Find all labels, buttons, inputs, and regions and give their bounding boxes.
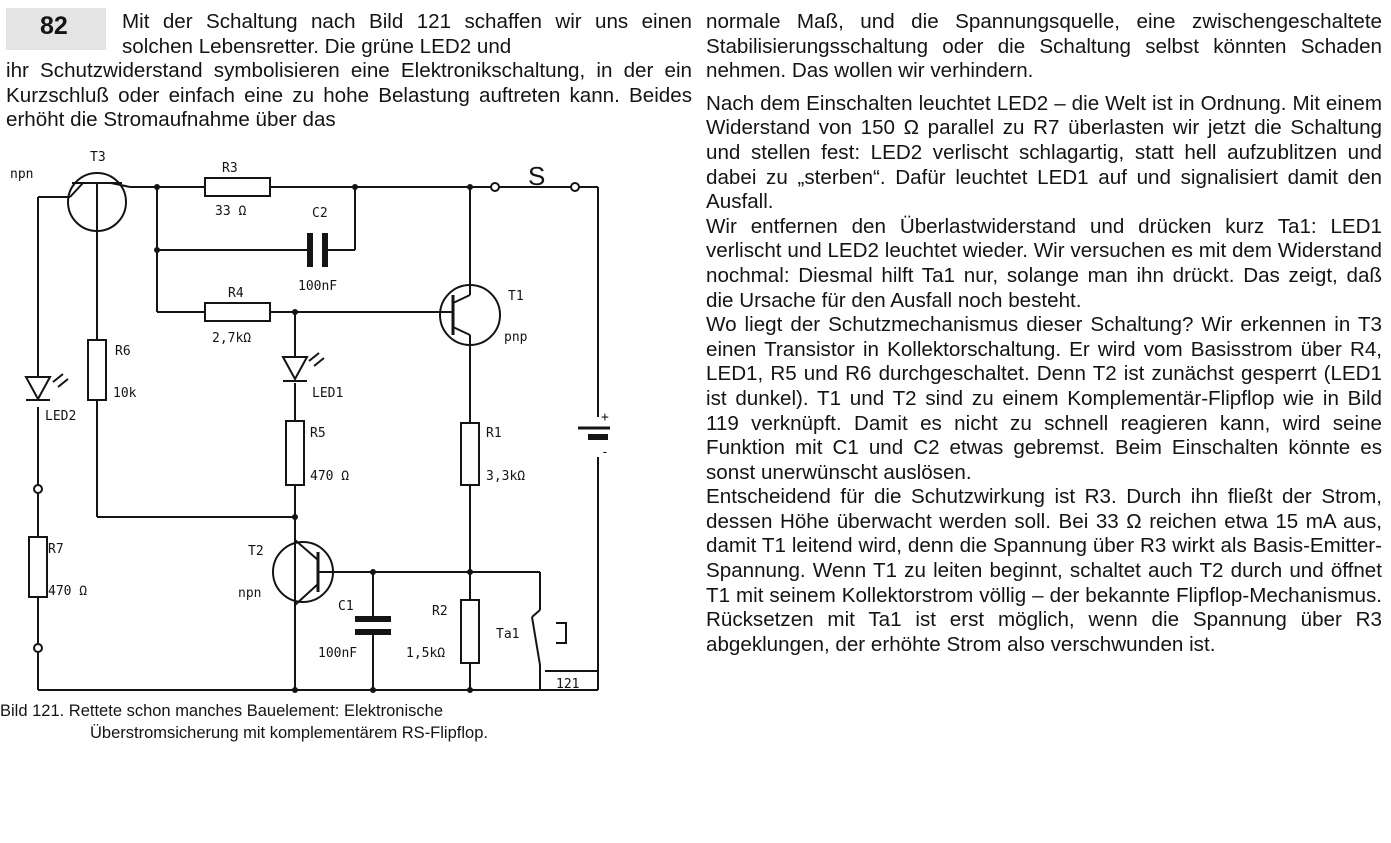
led1-body bbox=[281, 356, 309, 382]
label-r3-value: 33 Ω bbox=[215, 204, 246, 219]
resistor-r7 bbox=[28, 536, 48, 598]
label-c2: C2 bbox=[312, 206, 328, 221]
transistor-t2-body bbox=[272, 541, 334, 603]
label-led2: LED2 bbox=[45, 409, 76, 424]
label-r3: R3 bbox=[222, 161, 238, 176]
resistor-r2 bbox=[460, 599, 480, 664]
label-r7-value: 470 Ω bbox=[48, 584, 87, 599]
label-c2-value: 100nF bbox=[298, 279, 337, 294]
resistor-r1 bbox=[460, 422, 480, 486]
label-r2-value: 1,5kΩ bbox=[406, 646, 445, 661]
label-t3: T3 bbox=[90, 150, 106, 165]
caption-line-1: Bild 121. Rettete schon manches Baueleme… bbox=[0, 702, 444, 720]
label-c1-value: 100nF bbox=[318, 646, 357, 661]
transistor-t3-body bbox=[67, 172, 127, 232]
schematic-wires bbox=[37, 186, 599, 691]
label-r4: R4 bbox=[228, 286, 244, 301]
paragraph-4: Wo liegt der Schutzmechanismus dieser Sc… bbox=[706, 313, 1382, 484]
label-r1-value: 3,3kΩ bbox=[486, 469, 525, 484]
paragraph-5: Entscheidend für die Schutzwirkung ist R… bbox=[706, 485, 1382, 656]
page-number: 82 bbox=[40, 12, 68, 40]
label-ta1: Ta1 bbox=[496, 627, 519, 642]
label-r6-value: 10k bbox=[113, 386, 137, 401]
label-battery-minus: - bbox=[601, 445, 609, 460]
label-r5-value: 470 Ω bbox=[310, 469, 349, 484]
label-led1: LED1 bbox=[312, 386, 343, 401]
page-number-badge bbox=[6, 8, 106, 50]
label-figure-number: 121 bbox=[556, 677, 579, 692]
battery-9v bbox=[578, 426, 610, 440]
capacitors bbox=[307, 233, 391, 635]
label-battery-plus: + bbox=[601, 410, 609, 425]
resistors bbox=[28, 177, 480, 664]
leds bbox=[24, 352, 325, 402]
transistors bbox=[67, 172, 501, 606]
label-r7: R7 bbox=[48, 542, 64, 557]
led2-body bbox=[24, 376, 52, 402]
paragraph-2: Nach dem Einschalten leuchtet LED2 – die… bbox=[706, 91, 1382, 214]
resistor-r5 bbox=[285, 420, 305, 486]
label-r5: R5 bbox=[310, 426, 326, 441]
label-t2: T2 bbox=[248, 544, 264, 559]
label-c1: C1 bbox=[338, 599, 354, 614]
resistor-r4 bbox=[204, 302, 271, 322]
label-t1-type: pnp bbox=[504, 330, 528, 345]
intro-paragraph-first-line: Mit der Schaltung nach Bild 121 schaffen… bbox=[122, 10, 692, 58]
circuit-schematic: T3 npn R3 33 Ω C2 100nF R4 2,7kΩ T1 pnp … bbox=[10, 150, 610, 693]
label-r6: R6 bbox=[115, 344, 131, 359]
label-r1: R1 bbox=[486, 426, 502, 441]
figure-caption: Bild 121. Rettete schon manches Baueleme… bbox=[0, 700, 600, 744]
label-r2: R2 bbox=[432, 604, 448, 619]
terminals bbox=[33, 182, 580, 653]
intro-paragraph-rest: ihr Schutzwiderstand symbolisieren eine … bbox=[6, 59, 692, 132]
label-t1: T1 bbox=[508, 289, 524, 304]
resistor-r3 bbox=[204, 177, 271, 197]
transistor-t1-body bbox=[439, 284, 501, 346]
paragraph-3: Wir entfernen den Überlastwiderstand und… bbox=[706, 214, 1382, 312]
label-switch-s: S bbox=[528, 161, 545, 191]
resistor-r6 bbox=[87, 339, 107, 401]
label-t2-type: npn bbox=[238, 586, 261, 601]
switch-ta1 bbox=[531, 609, 567, 666]
right-column-text: normale Maß, und die Spannungsquelle, ei… bbox=[706, 10, 1382, 657]
label-r4-value: 2,7kΩ bbox=[212, 331, 251, 346]
label-t3-type: npn bbox=[10, 167, 33, 182]
paragraph-1: normale Maß, und die Spannungsquelle, ei… bbox=[706, 10, 1382, 83]
caption-line-2: Überstromsicherung mit komplementärem RS… bbox=[90, 724, 488, 742]
